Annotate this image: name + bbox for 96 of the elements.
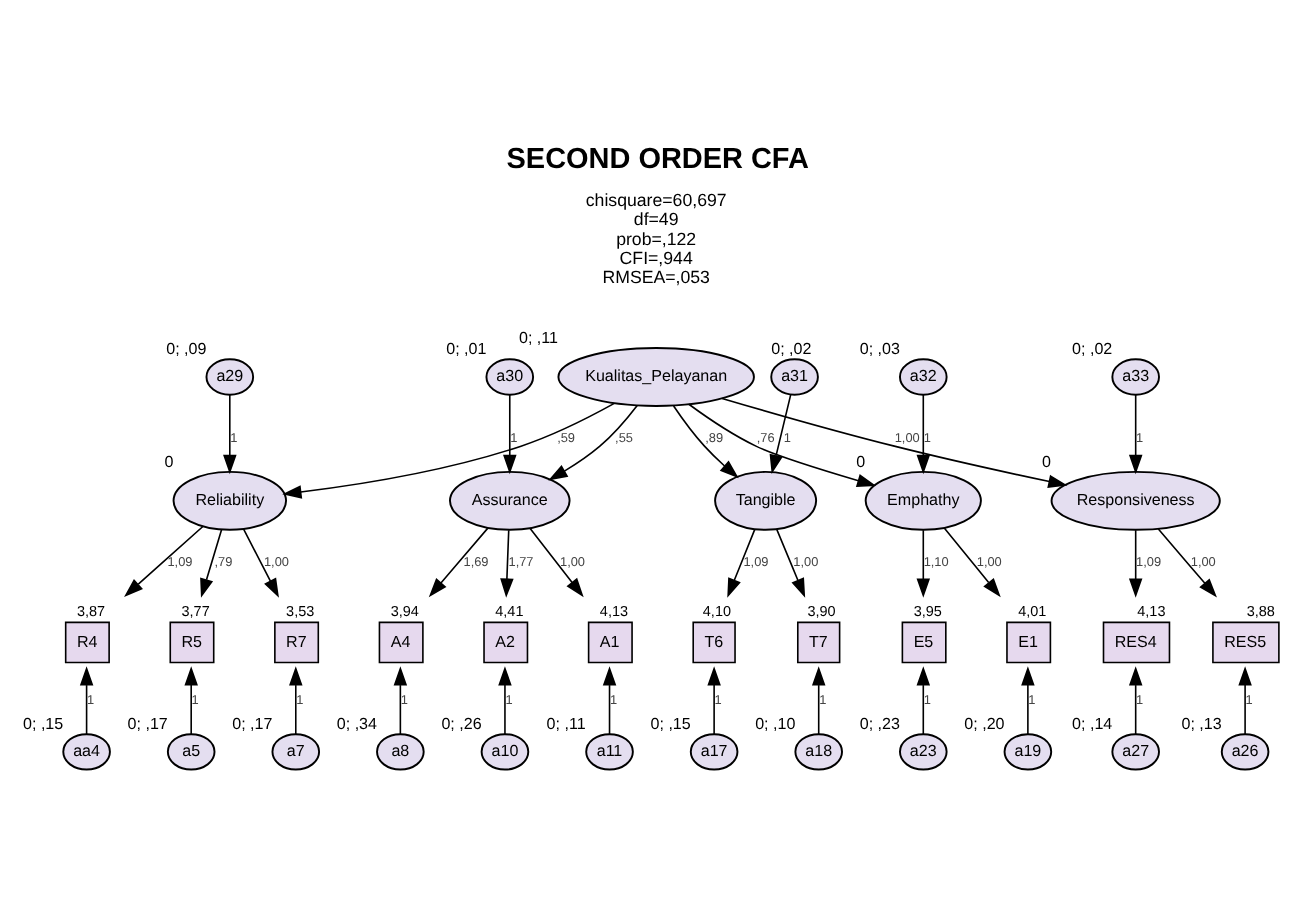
node-ellipse: Responsiveness (1050, 469, 1221, 530)
node-label: 0; ,20 (964, 714, 1005, 733)
arrow (672, 404, 739, 478)
arrow (916, 393, 931, 474)
node-ellipse: a23 (899, 732, 948, 770)
node-label: 0; ,09 (166, 339, 207, 358)
node-label: 3,94 (390, 601, 419, 620)
node-label: 3,77 (181, 601, 210, 620)
arrow (776, 527, 806, 597)
node-ellipse: Tangible (714, 469, 818, 530)
arrow (602, 665, 617, 734)
node-label: 4,41 (495, 601, 524, 620)
label: CFI=,944 (619, 247, 693, 268)
node-label: 3,53 (286, 601, 315, 620)
node-label: 0; ,11 (546, 714, 586, 733)
node-ellipse: a27 (1111, 732, 1160, 770)
node-label: 0; ,02 (771, 339, 812, 358)
arrow (1157, 527, 1217, 597)
node-label: 3,95 (913, 601, 942, 620)
node-ellipse: Assurance (449, 469, 571, 530)
node-label: 0; ,14 (1072, 714, 1113, 733)
label: prob=,122 (616, 227, 697, 248)
arrow (1128, 665, 1143, 734)
node-ellipse: a10 (480, 732, 530, 770)
arrow (79, 665, 94, 734)
arrow (916, 665, 931, 734)
arrow (727, 527, 756, 597)
node-ellipse: a33 (1111, 357, 1160, 395)
label: RMSEA=,053 (602, 266, 710, 287)
label: df=49 (633, 208, 679, 229)
arrow (916, 528, 931, 597)
node-label: 0; ,11 (519, 328, 559, 347)
arrow (707, 665, 721, 734)
node-label: 0 (164, 452, 174, 471)
label: chisquare=60,697 (585, 189, 727, 210)
node-label: 3,88 (1246, 601, 1275, 620)
node-label: 0; ,26 (441, 714, 482, 733)
diagram-title: SECOND ORDER CFA (506, 143, 809, 176)
arrow (124, 524, 204, 596)
node-ellipse: a7 (271, 732, 321, 770)
node-label: 0; ,17 (232, 714, 273, 733)
arrow (1128, 393, 1143, 474)
node-ellipse: a8 (376, 732, 425, 770)
node-ellipse: a5 (166, 732, 216, 770)
node-label: 0; ,34 (336, 714, 378, 733)
arrow (1238, 665, 1252, 734)
node-ellipse: Kualitas_Pelayanan (557, 346, 755, 406)
arrow (242, 527, 279, 597)
arrow (1128, 528, 1143, 597)
arrow (721, 396, 1068, 488)
node-ellipse: a29 (205, 357, 255, 395)
arrow (769, 393, 792, 474)
node-ellipse: a31 (770, 357, 819, 395)
node-ellipse: a11 (585, 732, 634, 770)
arrow (529, 526, 584, 597)
arrow (223, 393, 237, 474)
node-ellipse: a18 (794, 732, 843, 770)
node-label: 0; ,01 (446, 339, 487, 358)
node-ellipse: a32 (899, 357, 948, 395)
node-ellipse: Emphathy (864, 469, 982, 530)
arrow (184, 665, 198, 734)
arrow (393, 665, 408, 734)
arrow (428, 526, 489, 597)
arrow (200, 527, 223, 597)
node-ellipse: a17 (689, 732, 739, 770)
arrow (503, 393, 517, 474)
arrow (688, 402, 877, 487)
node-label: 4,10 (702, 601, 732, 620)
node-label: 0; ,03 (859, 339, 900, 358)
node-ellipse: Reliability (172, 469, 288, 530)
node-label: 0; ,23 (859, 714, 900, 733)
node-label: 0; ,15 (650, 714, 691, 733)
node-label: 0; ,02 (1072, 339, 1113, 358)
node-label: 0 (1042, 452, 1052, 471)
node-ellipse: aa4 (62, 732, 111, 770)
node-label: 3,87 (76, 601, 106, 620)
arrow (289, 665, 303, 734)
node-label: 3,90 (807, 601, 836, 620)
arrow (500, 528, 514, 597)
node-label: 4,01 (1018, 601, 1047, 620)
arrow (1021, 665, 1035, 734)
node-ellipse: a19 (1003, 732, 1053, 770)
node-label: 0; ,15 (23, 714, 64, 733)
arrow (943, 526, 1001, 597)
node-ellipse: a26 (1220, 732, 1270, 770)
arrow (548, 403, 639, 480)
arrow (498, 665, 512, 734)
node-ellipse: a30 (485, 357, 535, 395)
node-label: 0; ,13 (1181, 714, 1222, 733)
arrow (811, 665, 826, 734)
node-label: 0; ,10 (755, 714, 796, 733)
node-label: 0; ,17 (127, 714, 168, 733)
node-label: 4,13 (599, 601, 629, 620)
node-label: 4,13 (1137, 601, 1166, 620)
arrow (282, 401, 616, 498)
node-label: 0 (856, 452, 866, 471)
